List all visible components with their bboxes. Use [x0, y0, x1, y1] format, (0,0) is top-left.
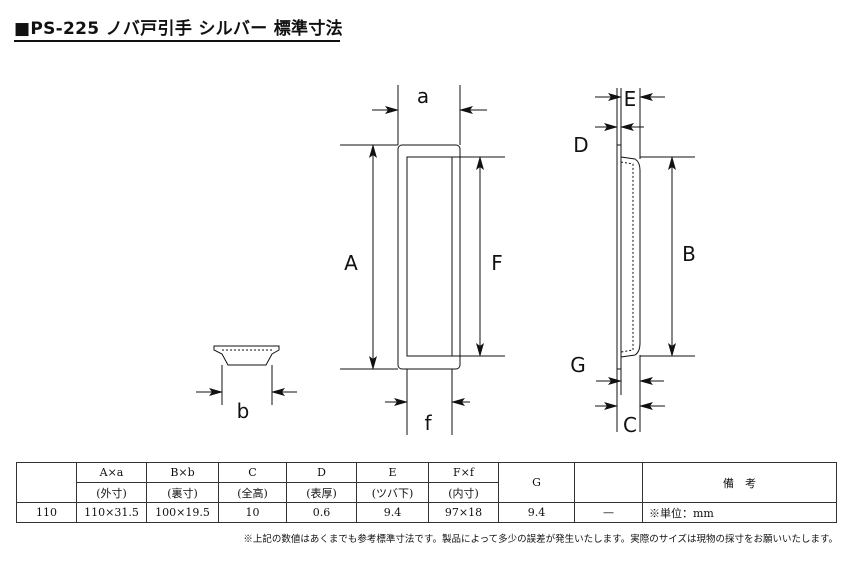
header-cell: G	[498, 462, 575, 503]
spec-table: A×a B×b C D E F×f G 備 考 (外寸) (裏寸) (全高) (…	[16, 462, 837, 523]
header-subcell: (表厚)	[286, 482, 357, 503]
dim-label-a: a	[417, 84, 429, 108]
dim-label-B: B	[682, 242, 696, 266]
front-inner-recess	[406, 156, 453, 357]
table-cell: 100×19.5	[146, 502, 219, 523]
table-cell: 110×31.5	[76, 502, 147, 523]
header-subcell: (内寸)	[428, 482, 499, 503]
dim-label-D: D	[573, 133, 588, 157]
header-cell	[574, 462, 643, 503]
header-cell: 備 考	[642, 462, 837, 503]
table-header-row: A×a B×b C D E F×f G 備 考	[16, 462, 837, 503]
header-subcell: (ツバ下)	[356, 482, 429, 503]
dim-label-G: G	[570, 353, 586, 377]
table-cell: 9.4	[356, 502, 429, 523]
dim-label-A: A	[344, 251, 358, 275]
table-row: 110 110×31.5 100×19.5 10 0.6 9.4 97×18 9…	[16, 502, 837, 523]
table-cell: —	[574, 502, 643, 523]
end-view	[196, 345, 297, 405]
front-view	[340, 85, 505, 435]
header-cell: C	[218, 462, 287, 483]
dimension-drawing: a A F f b E D B G C	[196, 84, 696, 437]
table-cell-note: ※単位：mm	[642, 502, 837, 523]
side-view	[595, 88, 695, 432]
header-cell: F×f	[428, 462, 499, 483]
title-underline	[14, 40, 340, 42]
header-subcell: (外寸)	[76, 482, 147, 503]
header-subcell: (裏寸)	[146, 482, 219, 503]
table-cell: 0.6	[286, 502, 357, 523]
dim-label-f: f	[424, 411, 432, 435]
dim-label-F: F	[491, 251, 503, 275]
table-cell: 110	[16, 502, 77, 523]
page-title: ■PS-225 ノバ戸引手 シルバー 標準寸法	[14, 19, 343, 39]
header-cell: A×a	[76, 462, 147, 483]
dim-label-b: b	[237, 399, 250, 423]
header-cell: B×b	[146, 462, 219, 483]
table-cell: 10	[218, 502, 287, 523]
end-view-profile	[213, 345, 280, 366]
footnote: ※上記の数値はあくまでも参考標準寸法です。製品によって多少の誤差が発生いたします…	[243, 534, 838, 545]
table-cell: 97×18	[428, 502, 499, 523]
side-view-body	[620, 156, 641, 358]
side-view-flange	[616, 144, 622, 370]
dim-label-C: C	[623, 413, 637, 437]
table-cell: 9.4	[498, 502, 575, 523]
front-outer-plate	[397, 144, 461, 370]
header-subcell: (全高)	[218, 482, 287, 503]
header-cell	[16, 462, 77, 503]
dim-label-E: E	[624, 87, 637, 111]
header-cell: E	[356, 462, 429, 483]
header-cell: D	[286, 462, 357, 483]
